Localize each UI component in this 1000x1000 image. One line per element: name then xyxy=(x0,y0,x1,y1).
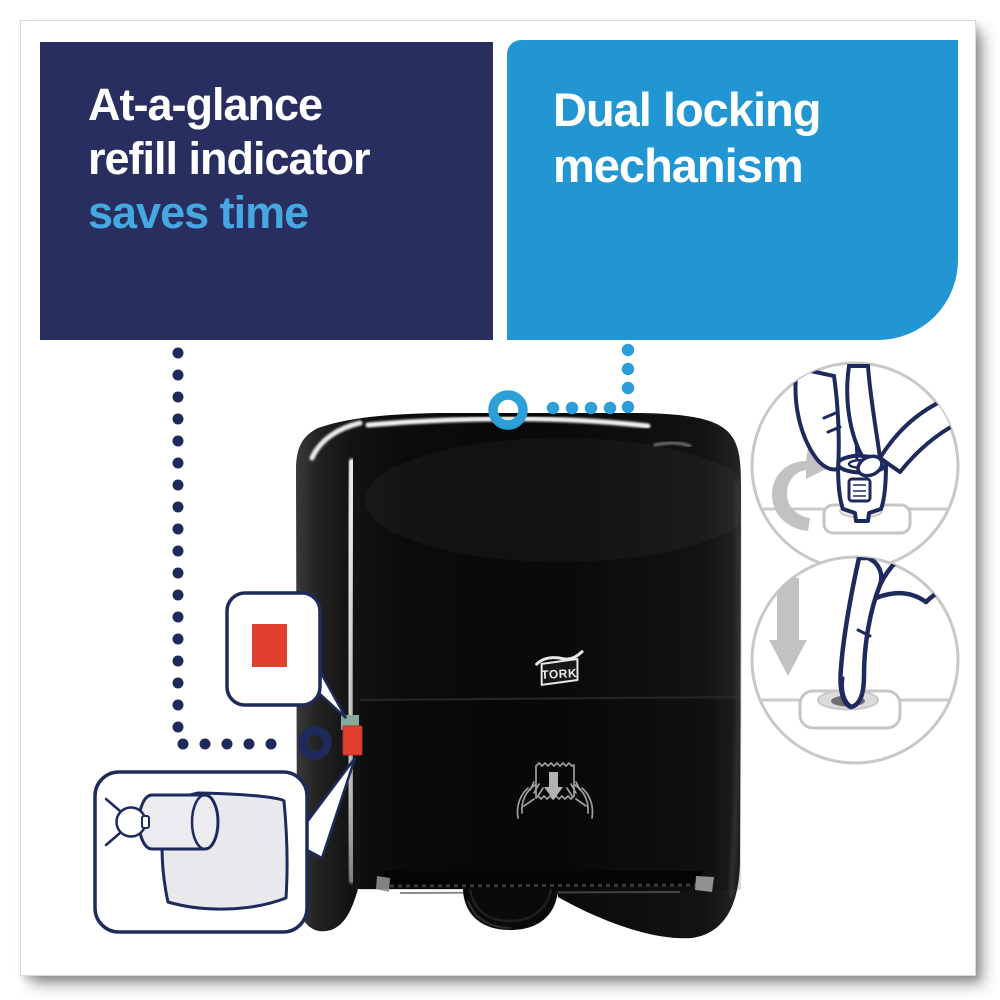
towel-down-arrow xyxy=(544,772,563,800)
down-arrow-icon xyxy=(769,578,807,676)
dispenser-body xyxy=(296,413,741,939)
hand-turning-key xyxy=(793,364,958,478)
dispensing-slot xyxy=(376,871,714,894)
pull-tab xyxy=(463,888,558,930)
refill-indicator-panel: At-a-glance refill indicator saves time xyxy=(40,42,493,340)
refill-headline-line2: refill indicator xyxy=(88,133,371,184)
press-step-circle xyxy=(750,555,960,765)
refill-indicator-window xyxy=(341,715,363,756)
tork-logo-text: TORK xyxy=(541,666,577,682)
right-edge-sheen xyxy=(729,481,741,899)
rotate-arrow-icon xyxy=(772,448,838,531)
paper-roll-icon xyxy=(104,791,289,911)
side-edge-reflection xyxy=(345,458,356,884)
refill-headline-accent: saves time xyxy=(88,187,309,238)
top-right-glint xyxy=(653,441,692,448)
key-lock-illustration xyxy=(793,364,958,535)
refill-indicator-callout xyxy=(225,591,322,707)
refill-square-icon xyxy=(252,624,287,667)
indicator-red xyxy=(342,725,363,756)
front-gloss xyxy=(365,438,755,562)
locking-headline-line1: Dual locking xyxy=(553,83,821,136)
press-button-illustration xyxy=(798,557,958,730)
dispense-hands-icon xyxy=(516,762,594,819)
cyan-connector-dots xyxy=(530,343,635,415)
locking-headline-line2: mechanism xyxy=(553,139,804,192)
navy-connector-dots xyxy=(172,347,296,750)
dual-locking-panel: Dual locking mechanism xyxy=(507,40,958,340)
lock-step-circle xyxy=(750,361,960,571)
cyan-connector-ring xyxy=(488,390,528,430)
empty-roll-callout xyxy=(93,770,309,934)
navy-connector-ring xyxy=(298,726,332,760)
refill-headline-line1: At-a-glance xyxy=(88,79,323,130)
cover-seam xyxy=(359,696,739,701)
top-left-highlight xyxy=(309,420,363,461)
dispenser: TORK xyxy=(296,413,755,939)
tork-logo: TORK xyxy=(535,650,584,686)
